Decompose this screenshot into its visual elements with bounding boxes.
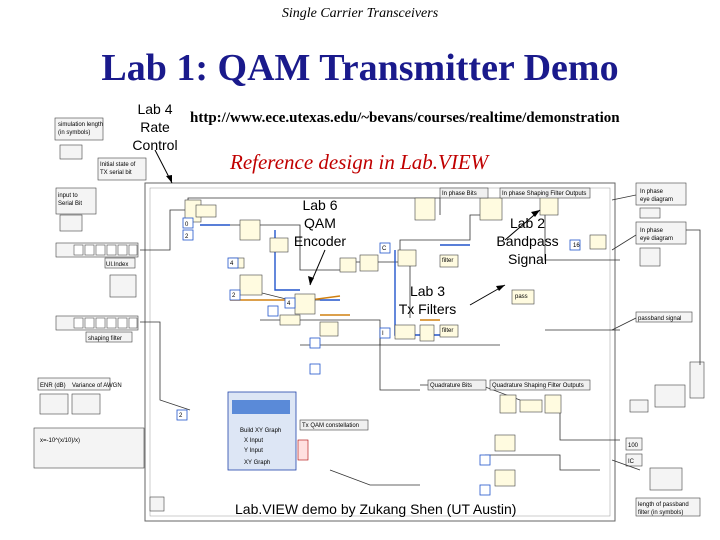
- svg-text:X Input: X Input: [244, 438, 263, 444]
- svg-text:x=-10^(x/10)/x): x=-10^(x/10)/x): [40, 438, 80, 444]
- svg-text:4: 4: [287, 301, 291, 307]
- svg-text:pass: pass: [515, 294, 528, 300]
- function-nodes: [184, 196, 607, 487]
- node-labels: 0 2 4 2 4 C I 2 16 filter filter pass: [179, 222, 580, 419]
- svg-text:In phase Bits: In phase Bits: [442, 191, 477, 197]
- svg-text:Build XY Graph: Build XY Graph: [240, 428, 281, 434]
- demo-credit: Lab.VIEW demo by Zukang Shen (UT Austin): [235, 501, 517, 517]
- diagram-frame: [144, 182, 616, 522]
- svg-text:input to: input to: [58, 193, 78, 199]
- callout-lab2: Lab 2 Bandpass Signal: [496, 215, 559, 267]
- left-digit-cells: [73, 244, 138, 329]
- svg-text:eye diagram: eye diagram: [640, 197, 673, 203]
- svg-text:In phase: In phase: [640, 189, 664, 195]
- svg-text:length of passband: length of passband: [638, 502, 689, 508]
- svg-text:Serial Bit: Serial Bit: [58, 201, 82, 207]
- svg-text:filter: filter: [442, 328, 453, 334]
- svg-text:I: I: [382, 331, 384, 337]
- svg-text:filter: filter: [442, 258, 453, 264]
- left-control-labels: simulation length (in symbols) Initial s…: [40, 122, 136, 444]
- svg-text:XY Graph: XY Graph: [244, 460, 270, 466]
- slide-header: Single Carrier Transceivers: [281, 6, 439, 21]
- callout-lab6: Lab 6 QAM Encoder: [293, 197, 347, 249]
- svg-text:IC: IC: [628, 459, 635, 465]
- slide-title: Lab 1: QAM Transmitter Demo: [101, 47, 619, 89]
- svg-text:shaping filter: shaping filter: [88, 336, 122, 342]
- top-section: [439, 187, 591, 199]
- svg-text:eye diagram: eye diagram: [640, 236, 673, 242]
- svg-text:Quadrature Bits: Quadrature Bits: [430, 383, 472, 389]
- svg-text:Quadrature Shaping Filter Outp: Quadrature Shaping Filter Outputs: [492, 383, 584, 389]
- svg-text:filter (in symbols): filter (in symbols): [638, 510, 683, 516]
- right-indicators: [625, 182, 705, 517]
- svg-text:ENR (dB): ENR (dB): [40, 383, 66, 389]
- callout-lab4: Lab 4 Rate Control: [132, 101, 178, 153]
- mid-section: [427, 379, 591, 391]
- svg-text:In phase Shaping Filter Output: In phase Shaping Filter Outputs: [502, 191, 586, 197]
- svg-text:Tx QAM constellation: Tx QAM constellation: [302, 423, 359, 429]
- reference-design-label: Reference design in Lab.VIEW: [230, 150, 489, 174]
- svg-text:2: 2: [232, 293, 236, 299]
- svg-text:Y Input: Y Input: [244, 448, 263, 454]
- constant-boxes: [176, 217, 581, 496]
- svg-text:Initial state of: Initial state of: [100, 162, 136, 168]
- right-wires: [611, 194, 701, 471]
- diagram-inner-frame: [149, 187, 611, 517]
- arrowheads: [166, 175, 540, 291]
- svg-text:(in symbols): (in symbols): [58, 130, 90, 136]
- svg-text:UI.Index: UI.Index: [106, 262, 128, 268]
- callout-lab3: Lab 3 Tx Filters: [398, 283, 457, 317]
- svg-text:simulation length: simulation length: [58, 122, 103, 128]
- left-controls: [33, 117, 165, 512]
- svg-text:Variance of AWGN: Variance of AWGN: [72, 383, 122, 389]
- right-indicator-labels: In phase eye diagram In phase eye diagra…: [628, 189, 689, 516]
- svg-text:100: 100: [628, 443, 639, 449]
- svg-text:In phase: In phase: [640, 228, 664, 234]
- svg-text:C: C: [382, 246, 387, 252]
- svg-text:2: 2: [185, 234, 189, 240]
- svg-text:2: 2: [179, 413, 183, 419]
- demo-url: http://www.ece.utexas.edu/~bevans/course…: [190, 110, 620, 126]
- svg-text:4: 4: [230, 261, 234, 267]
- svg-text:16: 16: [573, 243, 580, 249]
- svg-text:0: 0: [185, 222, 189, 228]
- svg-text:passband signal: passband signal: [638, 316, 681, 322]
- svg-text:TX serial bit: TX serial bit: [100, 170, 132, 176]
